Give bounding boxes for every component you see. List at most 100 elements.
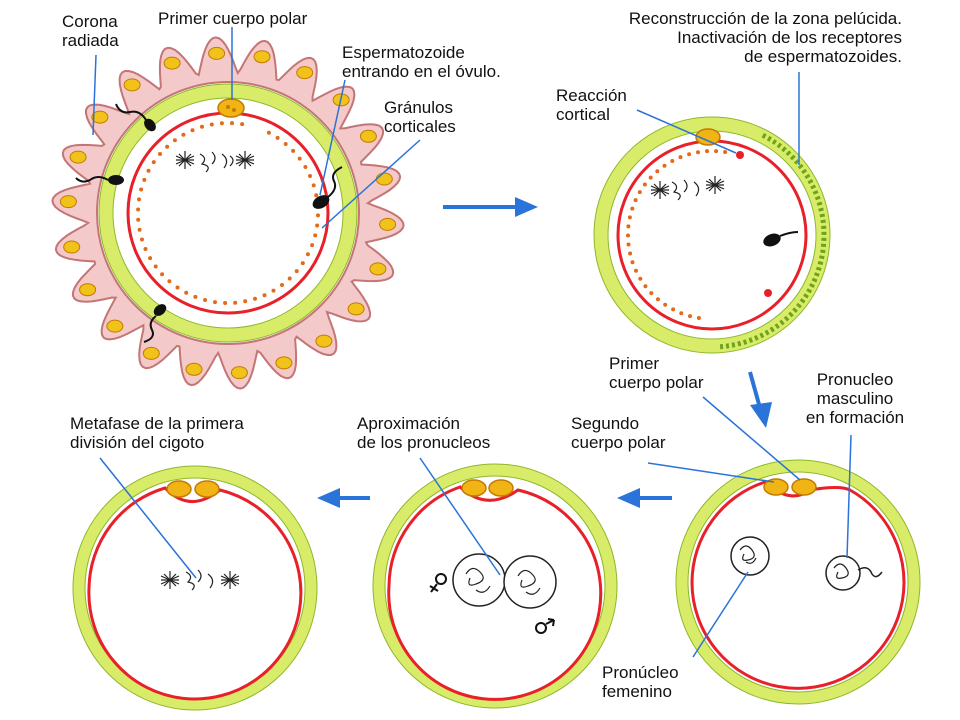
cortical-granule: [158, 152, 162, 156]
pointer-lines: [92, 27, 852, 658]
cortical-granule: [153, 264, 158, 269]
corona-cell: [142, 346, 160, 360]
zona-pellucida-3: [676, 460, 920, 704]
cortical-granule: [148, 256, 153, 261]
cortical-granule: [209, 122, 214, 127]
cortical-granule: [688, 314, 692, 319]
pointer-corona: [92, 54, 97, 136]
cortical-granules-2: [626, 149, 728, 320]
cortical-granule: [671, 307, 676, 312]
cortical-granule: [136, 207, 141, 212]
cortical-granule: [630, 260, 635, 265]
cortical-granule: [165, 144, 170, 149]
label-primer-cuerpo-polar: Primer cuerpo polar: [158, 9, 308, 28]
stage5-egg: [72, 465, 318, 711]
cortical-granule: [137, 197, 141, 202]
cortical-granule: [146, 168, 151, 173]
corona-radiata: [51, 36, 405, 390]
corona-cells: [59, 46, 397, 380]
stage2-egg: [593, 116, 831, 354]
cortical-granule: [266, 130, 271, 135]
corona-cell: [379, 217, 397, 231]
cortical-granule: [315, 223, 320, 228]
sperm-entering: [312, 166, 343, 209]
cortical-granule: [626, 242, 631, 247]
female-pronucleus: [730, 536, 770, 576]
cortical-granule: [705, 149, 709, 154]
egg-membrane: [126, 111, 330, 315]
stage3-egg: [675, 459, 921, 705]
corona-cell: [275, 356, 293, 370]
cortical-granule: [696, 150, 700, 155]
cortical-granule: [172, 138, 177, 143]
pointer-pronucleo-fem: [692, 571, 749, 658]
corona-cell: [208, 46, 226, 60]
corona-cell: [63, 240, 81, 254]
cortical-granule: [642, 182, 647, 187]
cortical-granule: [311, 183, 316, 188]
cortical-granule: [262, 293, 267, 298]
cortical-granule: [275, 135, 280, 140]
cortical-granule: [678, 155, 683, 160]
zona-reconstruction-arc: [718, 132, 827, 350]
cortical-granule: [687, 152, 692, 157]
cortical-granule: [294, 269, 299, 274]
cortical-granule: [627, 215, 632, 220]
cortical-granule: [656, 297, 660, 302]
cortical-granule: [714, 149, 719, 154]
metaphase-spindle-stage5: [160, 569, 240, 591]
cortical-granule: [630, 206, 635, 211]
pointer-reaccion: [636, 109, 737, 154]
sperm-head-fused: [763, 231, 799, 247]
corona-cell: [123, 78, 141, 92]
cortical-granule: [643, 284, 648, 289]
cortical-granule: [243, 299, 248, 304]
cortical-granule: [140, 237, 144, 242]
cortical-granule: [679, 311, 684, 316]
cortical-granule: [291, 148, 296, 153]
cortical-granule: [655, 169, 660, 174]
female-symbol: [429, 573, 447, 593]
cortical-granule: [649, 291, 654, 296]
polar-bodies-stage3: [763, 478, 817, 496]
cortical-granule: [626, 233, 630, 238]
cortical-granule: [167, 279, 172, 284]
cortical-granule: [230, 121, 234, 126]
cortical-granules: [136, 121, 320, 305]
cortical-granule: [305, 252, 310, 257]
male-pronucleus: [825, 555, 883, 591]
polar-bodies-stage5: [166, 480, 220, 498]
polar-bodies-stage4: [461, 479, 514, 497]
corona-cell: [69, 150, 87, 164]
pointer-primer-polar-2: [702, 396, 801, 481]
egg-membrane-5: [87, 486, 303, 701]
cortical-granule: [160, 272, 165, 277]
pointer-metafase: [99, 457, 197, 579]
pointer-espermatozoide: [319, 79, 346, 196]
label-reconstruccion: Reconstrucción de la zona pelúcida.Inact…: [628, 9, 902, 66]
arrow-left-2: [317, 488, 370, 508]
pointer-pronucleo-masc: [846, 434, 852, 559]
zona-pellucida-5: [73, 466, 317, 710]
pointer-granulos: [321, 139, 421, 229]
cortical-granule: [200, 124, 204, 129]
cortical-granule: [193, 294, 198, 299]
cortical-granule: [184, 290, 189, 295]
sperm-2: [75, 175, 124, 185]
cortical-granule: [297, 156, 302, 161]
arrow-left-1: [617, 488, 672, 508]
stage-arrows: [317, 197, 772, 508]
cortical-granule: [181, 132, 186, 137]
cortical-granule: [633, 198, 638, 203]
stage1-egg: [51, 36, 405, 390]
corona-cell: [347, 302, 365, 316]
cortical-granule: [663, 302, 668, 307]
pointer-segundo-polar: [647, 462, 775, 483]
cortical-granule: [271, 288, 276, 293]
cortical-granule: [637, 190, 642, 195]
